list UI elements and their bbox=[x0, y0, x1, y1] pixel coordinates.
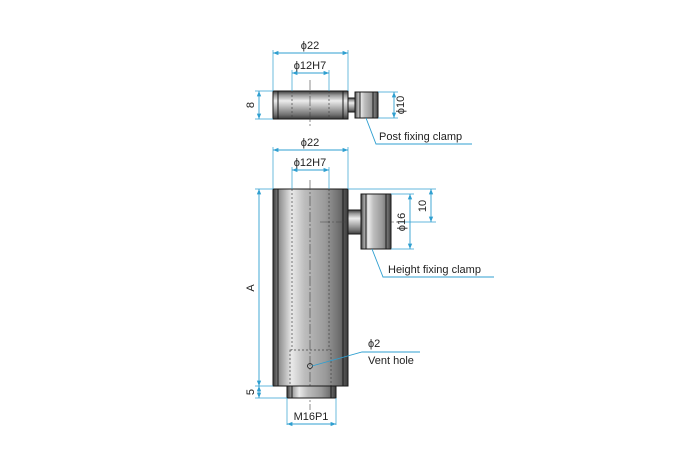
top-view: ϕ22 ϕ12H7 8 ϕ10 Post fixing clamp bbox=[245, 40, 472, 145]
label-thread-length: 5 bbox=[245, 389, 257, 395]
callout-vent-hole: Vent hole bbox=[368, 355, 414, 367]
leader-post-fixing-clamp bbox=[365, 117, 472, 145]
leader-vent-hole bbox=[311, 351, 420, 367]
callout-post-fixing-clamp: Post fixing clamp bbox=[379, 131, 462, 143]
label-thread: M16P1 bbox=[294, 411, 329, 423]
height-clamp-stem bbox=[347, 209, 362, 235]
post-clamp-stem bbox=[347, 97, 356, 113]
callout-height-fixing-clamp: Height fixing clamp bbox=[388, 264, 481, 276]
ring-body bbox=[272, 90, 349, 120]
label-clamp-offset: 10 bbox=[417, 200, 429, 212]
label-height-clamp-diameter: ϕ16 bbox=[396, 213, 408, 231]
leader-height-fixing-clamp bbox=[371, 248, 494, 278]
label-thickness: 8 bbox=[245, 102, 257, 108]
label-outer-diameter-side: ϕ22 bbox=[301, 137, 319, 149]
post-clamp-knob bbox=[354, 91, 379, 119]
label-bore-side: ϕ12H7 bbox=[294, 157, 326, 169]
label-bore-top: ϕ12H7 bbox=[294, 60, 326, 72]
thread-stub bbox=[286, 385, 337, 399]
label-outer-diameter-top: ϕ22 bbox=[301, 40, 319, 52]
label-vent-diameter: ϕ2 bbox=[368, 338, 380, 350]
label-post-clamp-diameter: ϕ10 bbox=[395, 96, 407, 114]
holder-body bbox=[272, 188, 349, 387]
side-view: ϕ22 ϕ12H7 A 5 M16P1 10 ϕ16 Height fixing bbox=[245, 137, 494, 427]
label-overall-length: A bbox=[245, 284, 257, 292]
